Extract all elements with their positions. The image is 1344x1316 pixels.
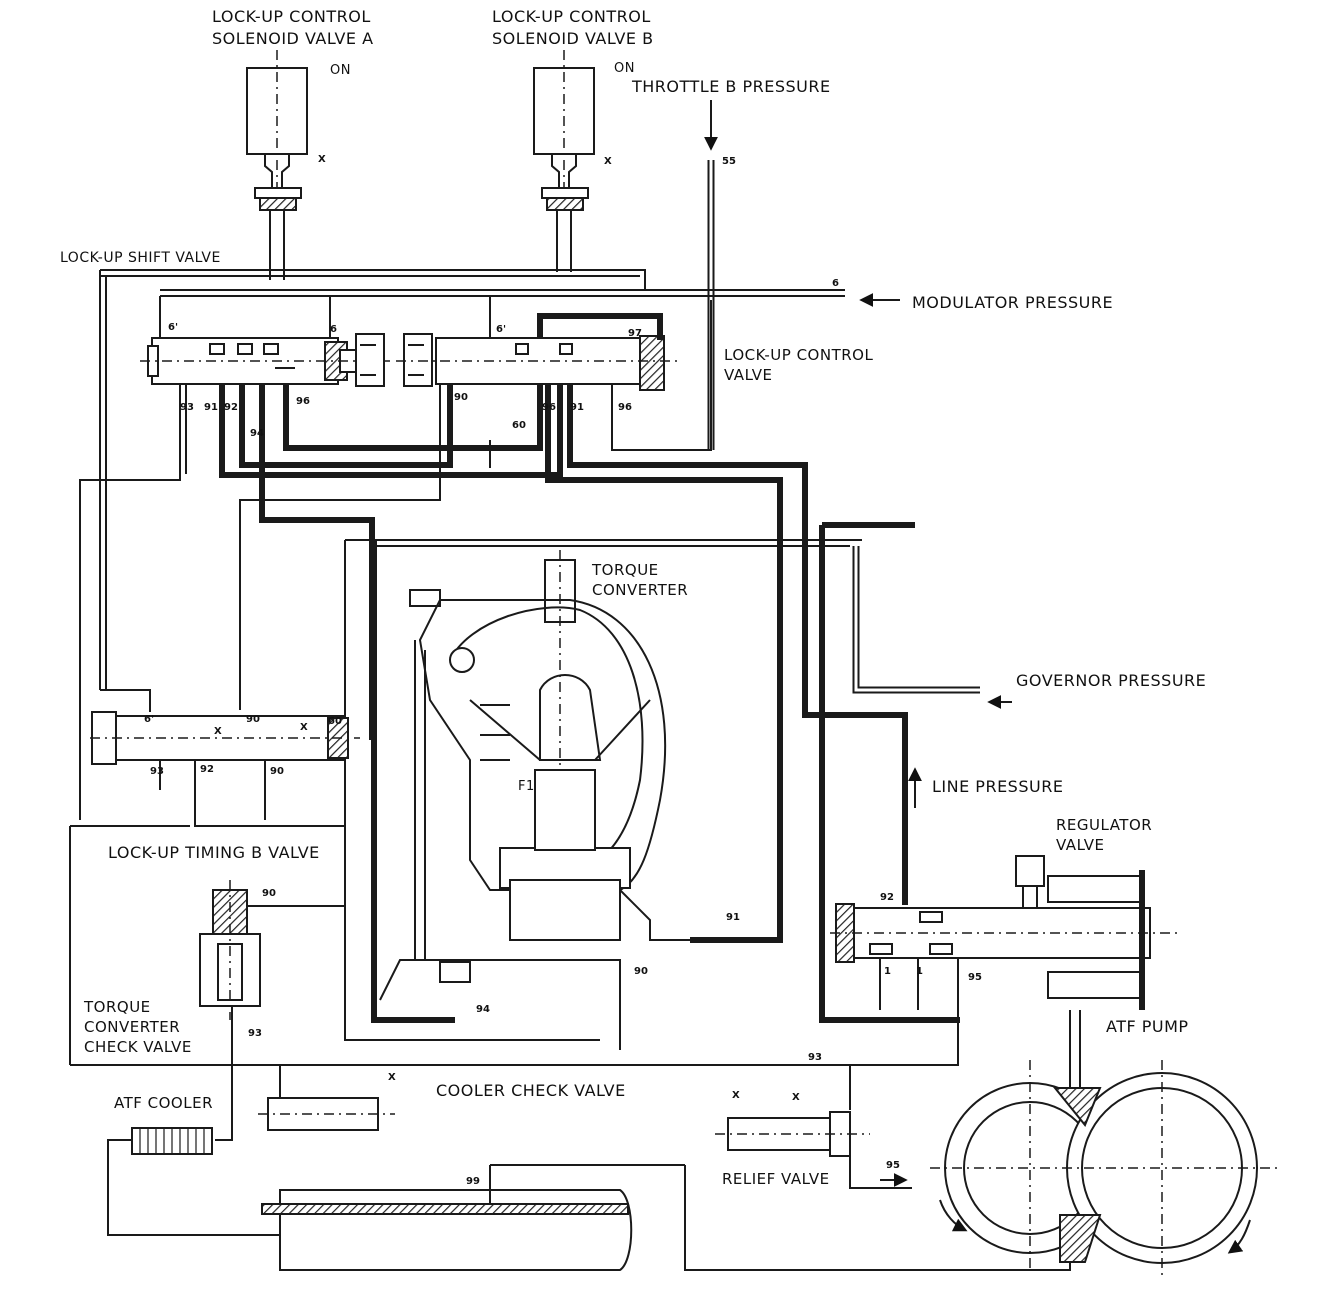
circuit-number: 96 — [618, 402, 632, 413]
solenoid-b-label-1: LOCK-UP CONTROL — [492, 7, 651, 26]
circuit-number: 90 — [634, 966, 648, 977]
labels: LOCK-UP CONTROL SOLENOID VALVE A ON LOCK… — [60, 7, 1206, 1188]
circuit-number: 99 — [466, 1176, 480, 1187]
circuit-number: 1 — [884, 966, 891, 977]
f1-label: F1 — [518, 779, 535, 794]
circuit-number: 94 — [250, 428, 264, 439]
regulator-valve-label-1: REGULATOR — [1056, 816, 1152, 834]
circuit-number: 94 — [476, 1004, 490, 1015]
modulator-line — [99, 269, 900, 712]
sump — [261, 1164, 1071, 1271]
circuit-number: 55 — [722, 156, 736, 167]
circuit-number: X — [214, 726, 222, 737]
solenoid-valve-a — [246, 50, 308, 280]
solenoid-a-state: ON — [330, 63, 351, 78]
circuit-number: 91 — [726, 912, 740, 923]
circuit-numbers: 55 6 6' 6 6' 97 93 91 92 96 94 90 96 91 … — [144, 154, 982, 1187]
lockup-control-valve — [396, 296, 712, 468]
circuit-number: 93 — [180, 402, 194, 413]
circuit-number: 6 — [832, 278, 839, 289]
torque-converter — [379, 550, 780, 1050]
modulator-pressure-label: MODULATOR PRESSURE — [912, 293, 1113, 312]
circuit-number: 6' — [144, 714, 154, 725]
cooler-check-valve — [70, 1064, 851, 1131]
circuit-number: 95 — [886, 1160, 900, 1171]
circuit-number: 6' — [496, 324, 506, 335]
circuit-number: 6 — [330, 324, 337, 335]
circuit-number: 91 — [570, 402, 584, 413]
torque-converter-label-1: TORQUE — [591, 561, 659, 579]
tc-check-valve-label-2: CONVERTER — [84, 1018, 180, 1036]
atf-pump-label: ATF PUMP — [1106, 1017, 1189, 1036]
circuit-number: X — [732, 1090, 740, 1101]
circuit-number: 90 — [454, 392, 468, 403]
circuit-number: 90 — [246, 714, 260, 725]
circuit-number: 93 — [248, 1028, 262, 1039]
solenoid-b-state: ON — [614, 61, 635, 76]
atf-pump — [930, 1010, 1280, 1280]
lockup-timing-b-valve-label: LOCK-UP TIMING B VALVE — [108, 843, 320, 862]
circuit-number: 6' — [168, 322, 178, 333]
circuit-number: 93 — [808, 1052, 822, 1063]
lockup-shift-valve-label: LOCK-UP SHIFT VALVE — [60, 250, 221, 266]
circuit-number: X — [604, 156, 612, 167]
line-pressure-label: LINE PRESSURE — [932, 777, 1063, 796]
lockup-control-valve-label-1: LOCK-UP CONTROL — [724, 346, 873, 364]
pressure-lines — [239, 384, 1012, 1041]
circuit-number: 92 — [224, 402, 238, 413]
atf-cooler — [107, 1127, 280, 1236]
circuit-number: 90 — [270, 766, 284, 777]
governor-pressure-label: GOVERNOR PRESSURE — [1016, 671, 1206, 690]
circuit-number: 60 — [512, 420, 526, 431]
lockup-timing-b-valve — [69, 711, 360, 1065]
circuit-number: 90 — [262, 888, 276, 899]
cooler-check-valve-label: COOLER CHECK VALVE — [436, 1081, 626, 1100]
circuit-number: 97 — [628, 328, 642, 339]
relief-valve — [715, 1111, 912, 1189]
lockup-control-valve-label-2: VALVE — [724, 366, 773, 384]
circuit-number: X — [388, 1072, 396, 1083]
circuit-number: 92 — [200, 764, 214, 775]
circuit-number: 96 — [542, 402, 556, 413]
circuit-number: 93 — [150, 766, 164, 777]
throttle-b-pressure-label: THROTTLE B PRESSURE — [631, 77, 831, 96]
circuit-number: 96 — [296, 396, 310, 407]
circuit-number: 92 — [880, 892, 894, 903]
circuit-number: X — [792, 1092, 800, 1103]
circuit-number: 95 — [968, 972, 982, 983]
solenoid-b-label-2: SOLENOID VALVE B — [492, 29, 654, 48]
tc-check-valve-label-3: CHECK VALVE — [84, 1038, 192, 1056]
relief-valve-label: RELIEF VALVE — [722, 1170, 830, 1188]
solenoid-valve-b — [533, 50, 595, 272]
circuit-number: 60 — [328, 716, 342, 727]
torque-converter-label-2: CONVERTER — [592, 581, 688, 599]
lockup-shift-valve — [79, 296, 563, 820]
valve-linkage — [355, 333, 433, 387]
circuit-number: X — [300, 722, 308, 733]
tc-check-valve-label-1: TORQUE — [83, 998, 151, 1016]
solenoid-a-label-1: LOCK-UP CONTROL — [212, 7, 371, 26]
circuit-number: X — [318, 154, 326, 165]
regulator-valve-label-2: VALVE — [1056, 836, 1105, 854]
circuit-number: 1 — [916, 966, 923, 977]
atf-cooler-label: ATF COOLER — [114, 1094, 213, 1112]
circuit-number: 91 — [204, 402, 218, 413]
solenoid-a-label-2: SOLENOID VALVE A — [212, 29, 374, 48]
torque-converter-check-valve — [199, 880, 345, 1141]
